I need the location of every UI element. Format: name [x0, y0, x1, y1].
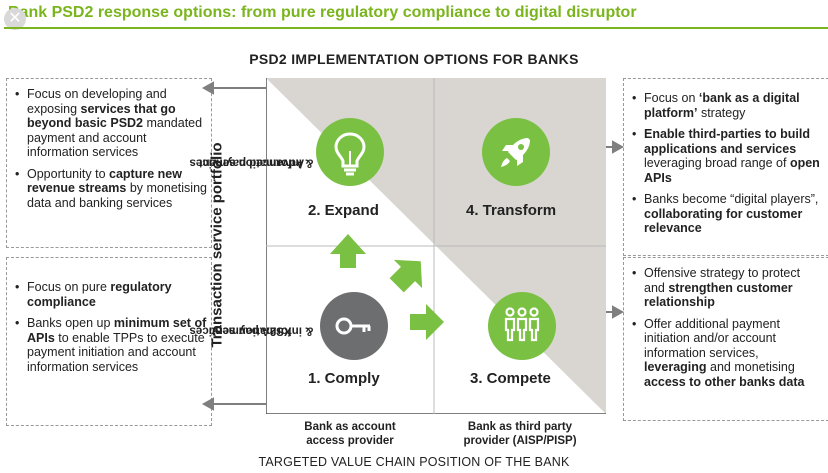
transition-arrows — [330, 234, 444, 340]
expand-connector-head — [201, 81, 214, 95]
arrow-up-expand — [330, 234, 366, 268]
comply-connector-head — [201, 397, 214, 411]
compete-bullet-1: Offensive strategy to protect and streng… — [632, 266, 824, 310]
compete-description-box: Offensive strategy to protect and streng… — [623, 257, 828, 421]
close-icon[interactable]: ✕ — [4, 8, 26, 30]
people-icon — [488, 292, 556, 360]
expand-description-box: Focus on developing and exposing service… — [6, 78, 212, 248]
y-top-category-label: Advanced payment& information services — [189, 156, 313, 169]
rocket-icon — [482, 118, 550, 186]
lightbulb-icon — [316, 118, 384, 186]
options-matrix: 2. Expand 4. Transform 1. Comply — [266, 78, 606, 414]
transform-bullet-2: Enable third-parties to build applicatio… — [632, 127, 824, 185]
comply-bullet-2: Banks open up minimum set of APIs to ena… — [15, 316, 207, 374]
compete-bullet-2: Offer additional payment initiation and/… — [632, 317, 824, 390]
x-axis-label: TARGETED VALUE CHAIN POSITION OF THE BAN… — [258, 455, 570, 469]
comply-bullet-1: Focus on pure regulatory compliance — [15, 280, 207, 309]
transform-description-box: Focus on ‘bank as a digital platform’ st… — [623, 78, 828, 256]
key-icon — [320, 292, 388, 360]
compete-connector-head — [612, 305, 625, 319]
transform-connector-head — [612, 140, 625, 154]
arrow-diagonal-transform — [389, 259, 423, 293]
transform-bullet-1: Focus on ‘bank as a digital platform’ st… — [632, 91, 824, 120]
chart-title: PSD2 IMPLEMENTATION OPTIONS FOR BANKS — [249, 51, 579, 67]
transform-bullet-3: Banks become “digital players”, collabor… — [632, 192, 824, 236]
expand-bullet-1: Focus on developing and exposing service… — [15, 87, 207, 160]
quadrant-compete-label: 3. Compete — [470, 370, 551, 387]
quadrant-expand-label: 2. Expand — [308, 202, 379, 219]
arrow-right-compete — [410, 304, 444, 340]
comply-description-box: Focus on pure regulatory compliance Bank… — [6, 257, 212, 426]
expand-bullet-2: Opportunity to capture new revenue strea… — [15, 167, 207, 211]
title-divider — [4, 27, 828, 29]
quadrant-transform-label: 4. Transform — [466, 202, 557, 219]
y-axis-label: Transaction service portfolio — [208, 142, 226, 348]
quadrant-comply-label: 1. Comply — [308, 370, 380, 387]
slide-title: Bank PSD2 response options: from pure re… — [8, 4, 637, 21]
y-bottom-category-label: XS2A payment& information services — [189, 324, 313, 337]
